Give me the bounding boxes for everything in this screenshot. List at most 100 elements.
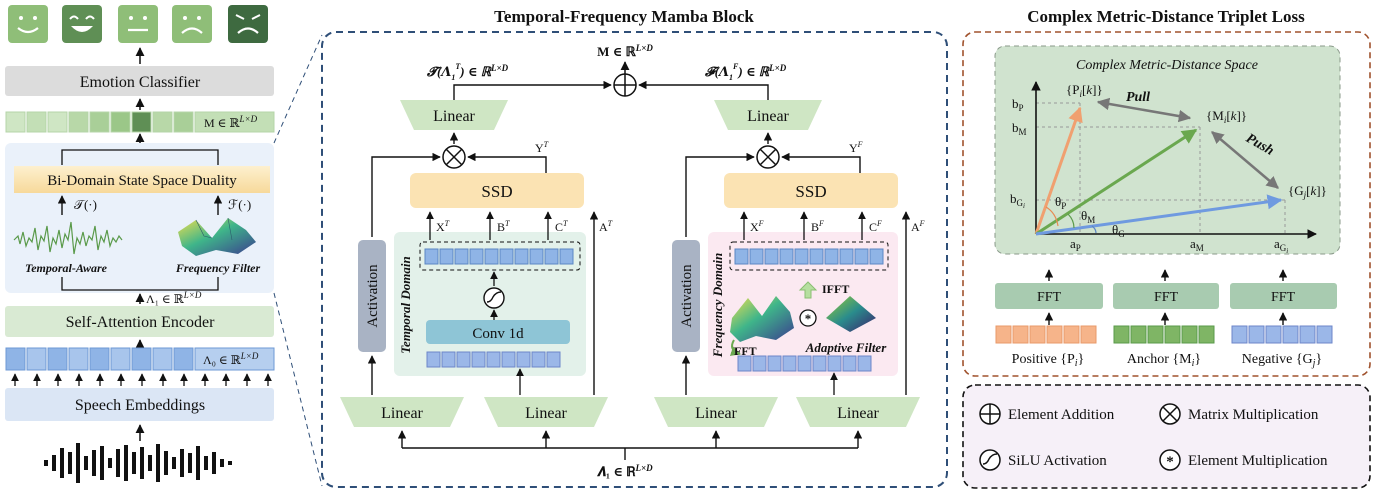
xt-label: XT — [436, 219, 450, 234]
frequency-surface-icon — [178, 217, 256, 256]
temporal-op-label: 𝒯(·) — [74, 197, 97, 212]
ct-label: CT — [555, 219, 568, 234]
g-vector-label: {Gj[k]} — [1288, 183, 1327, 200]
temporal-ssd-input-group — [419, 241, 581, 271]
loss-title: Complex Metric-Distance Triplet Loss — [1027, 7, 1305, 26]
anchor-label: Anchor {Mi} — [1127, 352, 1201, 369]
frequency-domain-label: Frequency Domain — [710, 253, 725, 358]
legend-elem-mult-label: Element Multiplication — [1188, 453, 1328, 469]
frequency-activation-label: Activation — [679, 264, 695, 328]
ifft-label: IFFT — [822, 282, 849, 296]
frequency-filter-label: Frequency Filter — [175, 261, 261, 275]
lambda1-label: Λ₁ ∈ ℝL×D — [146, 290, 202, 306]
legend-matrix-mult-icon — [1159, 403, 1181, 425]
frequency-matrix-mult-icon — [756, 145, 780, 169]
adaptive-filter-label: Adaptive Filter — [805, 340, 887, 355]
happy-face-icon — [8, 5, 48, 43]
temporal-ssd-box — [410, 173, 584, 208]
frequency-input-tokens — [737, 355, 872, 372]
emotion-icons — [8, 5, 268, 43]
lambda1-input-label: 𝜦₁ ∈ ℝL×D — [596, 463, 653, 479]
xf-label: XF — [750, 219, 764, 234]
mamba-block-border — [321, 31, 948, 488]
frequency-op-label: ℱ(·) — [228, 197, 251, 212]
yt-label: YT — [535, 140, 549, 155]
legend-silu-icon — [979, 449, 1001, 471]
bt-label: BT — [497, 219, 510, 234]
frequency-linear-left-label: Linear — [695, 405, 737, 422]
negative-label: Negative {Gj} — [1242, 352, 1322, 369]
temporal-linear-left-label: Linear — [381, 405, 423, 422]
t-output-label: 𝓣(𝜦1T) ∈ ℝL×D — [426, 62, 509, 82]
metric-space-gridlines — [1036, 102, 1286, 234]
yf-label: YF — [849, 140, 863, 155]
self-attention-label: Self-Attention Encoder — [66, 314, 216, 331]
ap-label: aP — [1070, 236, 1081, 253]
m-token-row — [5, 111, 275, 133]
temporal-aware-label: Temporal-Aware — [25, 261, 108, 275]
output-addition-icon — [613, 73, 637, 97]
temporal-linear-right-label: Linear — [525, 405, 567, 422]
frequency-ssd-label: SSD — [795, 182, 826, 201]
conv1d-label: Conv 1d — [472, 326, 524, 342]
temporal-ssd-label: SSD — [481, 182, 512, 201]
emotion-classifier-box — [5, 66, 274, 96]
speech-embeddings-box — [5, 388, 274, 421]
frequency-linear-right-label: Linear — [837, 405, 879, 422]
negative-vector — [1035, 194, 1283, 236]
temporal-activation-label: Activation — [365, 264, 381, 328]
lambda0-token-row — [5, 347, 275, 371]
p-vector-label: {Pi[k]} — [1066, 82, 1103, 99]
frequency-top-linear-box — [714, 100, 822, 130]
m-vector-label: {Mi[k]} — [1206, 108, 1247, 125]
ag-label: aGi — [1274, 236, 1288, 255]
theta-g-label: θG — [1112, 222, 1125, 239]
at-label: AT — [599, 219, 613, 234]
temporal-top-linear-box — [400, 100, 508, 130]
pull-label: Pull — [1126, 90, 1150, 105]
temporal-activation-box — [358, 240, 386, 352]
frequency-linear-left-box — [654, 397, 778, 427]
anchor-fft-label: FFT — [1154, 290, 1179, 305]
bidomain-ssd-label: Bi-Domain State Space Duality — [47, 173, 237, 189]
bg-label: bGi — [1010, 191, 1025, 210]
speech-embeddings-label: Speech Embeddings — [75, 397, 205, 414]
bidomain-ssd-box — [14, 166, 270, 193]
cf-label: CF — [869, 219, 882, 234]
frequency-ssd-box — [724, 173, 898, 208]
frequency-ssd-input-group — [729, 241, 889, 271]
legend-element-mult-icon: * — [1159, 449, 1181, 471]
positive-vector — [1034, 106, 1083, 235]
bp-label: bP — [1012, 96, 1024, 113]
neutral-face-icon — [118, 5, 158, 43]
temporal-matrix-mult-icon — [442, 145, 466, 169]
m-output-label: M ∈ ℝL×D — [597, 43, 653, 59]
adaptive-filter-pyramid-icon — [826, 296, 876, 332]
anchor-vector — [1035, 128, 1198, 236]
push-arrow — [1211, 131, 1279, 189]
negative-tokens — [1231, 325, 1333, 344]
sad-face-icon — [172, 5, 212, 43]
metric-space-title: Complex Metric-Distance Space — [1076, 58, 1258, 73]
positive-fft-label: FFT — [1037, 290, 1062, 305]
legend-addition-icon — [979, 403, 1001, 425]
positive-fft-box — [995, 283, 1103, 309]
svg-text:*: * — [1166, 454, 1174, 470]
self-attention-box — [5, 306, 274, 337]
legend-box — [962, 384, 1371, 489]
conv1d-box — [426, 320, 570, 344]
mamba-title: Temporal-Frequency Mamba Block — [494, 7, 754, 26]
legend-silu-label: SiLU Activation — [1008, 453, 1107, 469]
emotion-classifier-label: Emotion Classifier — [80, 74, 201, 91]
frequency-activation-box — [672, 240, 700, 352]
bf-label: BF — [811, 219, 824, 234]
temporal-ssd-input-tokens — [424, 248, 574, 265]
temporal-linear-right-box — [484, 397, 608, 427]
element-mult-icon: * — [799, 309, 817, 327]
temporal-linear-left-box — [340, 397, 464, 427]
temporal-domain-label: Temporal Domain — [398, 256, 413, 353]
loss-border — [962, 31, 1371, 377]
positive-tokens — [995, 325, 1097, 344]
positive-label: Positive {Pi} — [1012, 352, 1085, 369]
